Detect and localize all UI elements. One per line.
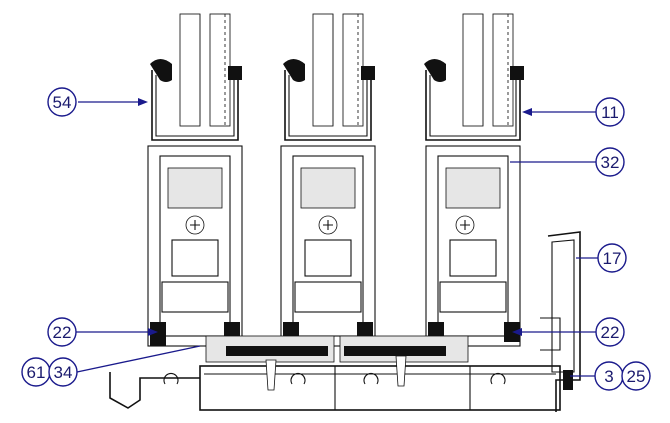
callout-61-label: 61	[27, 363, 46, 382]
callout-32: 32	[510, 147, 625, 177]
callout-32-label: 32	[601, 153, 620, 172]
callout-17-label: 17	[603, 249, 622, 268]
callout-22-left: 22	[47, 317, 158, 347]
bottom-track-frame	[109, 335, 561, 411]
callout-3-label: 3	[604, 367, 613, 386]
sash-profile-3	[424, 59, 524, 347]
callout-25-label: 25	[627, 367, 646, 386]
callout-11-label: 11	[601, 103, 619, 122]
sash-profile-1	[147, 59, 243, 347]
callout-22-left-label: 22	[53, 323, 72, 342]
callout-22-right: 22	[512, 317, 625, 347]
side-jamb-profile	[540, 231, 581, 412]
callout-3-25: 3 25	[570, 361, 651, 391]
callout-54-label: 54	[53, 93, 72, 112]
glazing-units	[179, 13, 514, 127]
callout-54: 54	[47, 87, 148, 117]
callout-61-34: 61 34	[21, 345, 201, 387]
callout-34-label: 34	[54, 363, 73, 382]
callout-22-right-label: 22	[601, 323, 620, 342]
sash-profile-2	[280, 59, 376, 347]
callout-17: 17	[576, 243, 627, 273]
callout-11: 11	[522, 97, 625, 127]
